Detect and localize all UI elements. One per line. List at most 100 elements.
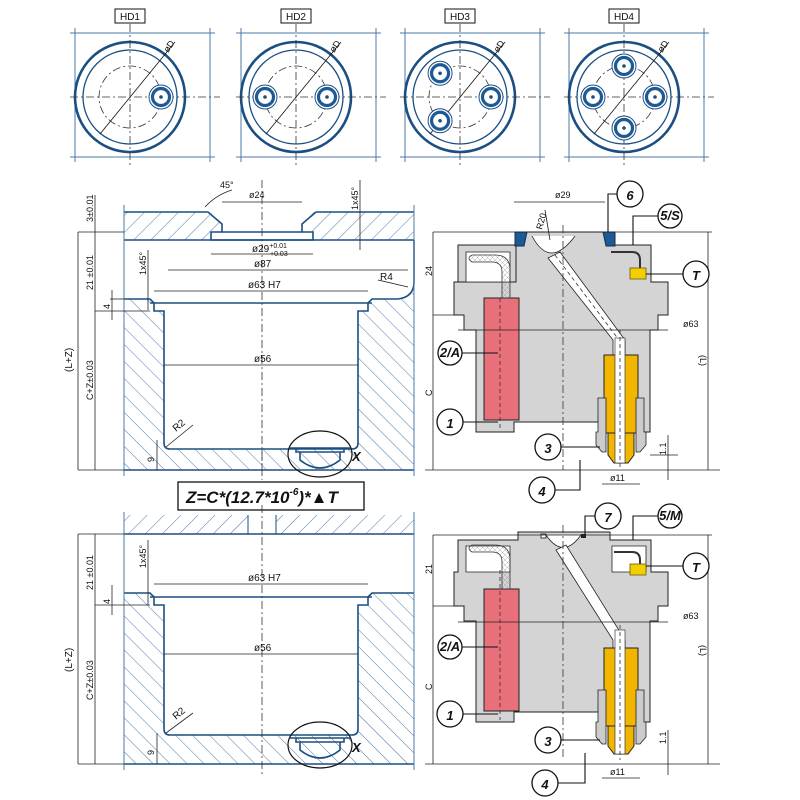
dim-r2: R2 (171, 417, 188, 434)
layout-label-box (444, 8, 476, 24)
dim-r2-bottom: R2 (171, 705, 188, 722)
drop-ring (582, 86, 604, 108)
dim-nozzle-length: (L) (698, 355, 708, 366)
callout-balloon (437, 340, 463, 366)
dim-bore-bottom: ø56 (254, 643, 272, 654)
callout-label: 2/A (439, 639, 460, 654)
dim-chamfer-angle: 45° (220, 180, 234, 190)
thermal-expansion-formula: Z=C*(12.7*10-6)*▲T (177, 481, 365, 511)
callout-balloon (436, 700, 464, 728)
callout-label: 3 (544, 734, 552, 749)
callout-label: 5/M (659, 508, 682, 523)
drop-ring (613, 55, 635, 77)
callout-2-a: 2/A (437, 634, 498, 660)
mold-plate-section-top (123, 180, 415, 480)
callout-balloon (657, 503, 683, 529)
callout-balloon (682, 260, 710, 288)
layout-label: HD4 (614, 12, 634, 23)
callout-balloon (436, 408, 464, 436)
dim-step-4: 4 (102, 304, 112, 309)
detail-x-label: X (351, 449, 362, 464)
dim-step-4-bottom: 4 (102, 599, 112, 604)
layout-label-box (114, 8, 146, 24)
dim-nozzle-seat: ø29 (555, 190, 571, 200)
layout-label: HD3 (450, 12, 470, 23)
drop-center (438, 118, 442, 123)
callout-4: 4 (528, 460, 581, 504)
callout-5-s: 5/S (632, 203, 683, 245)
dim-tip-offset-bottom: 1.1 (658, 731, 668, 744)
callout-balloon (657, 203, 683, 229)
dim-tip-offset: 1.1 (658, 442, 668, 455)
drop-center (438, 71, 442, 76)
callout-1: 1 (436, 700, 498, 728)
dim-c-left: C (424, 389, 434, 396)
dim-chamfer-right: 1x45° (350, 186, 360, 210)
dim-bottom-9-bottom: 9 (146, 750, 156, 755)
layout-label-box (280, 8, 312, 24)
drop-center (263, 95, 267, 99)
mold-plate-section-bottom (123, 505, 415, 775)
dim-overall: (L+Z) (64, 348, 75, 372)
nozzle-bottom-dimensions: ø63 (L) 1.1 ø11 (425, 534, 720, 779)
callout-label: T (692, 560, 701, 575)
dim-height-24-left: 24 (424, 266, 434, 276)
layout-hd1: HD1 øD (70, 8, 220, 168)
diameter-label: øD (655, 38, 670, 54)
drop-center (591, 95, 595, 99)
dim-height-21: 21 ±0.01 (85, 255, 95, 290)
drop-center (622, 64, 626, 68)
dim-tip-dia-bottom: ø11 (610, 767, 625, 777)
dimensions-bottom-left: (L+Z) 21 ±0.01 C+Z±0.03 4 1x45° ø63 H7 ø… (64, 533, 434, 765)
dim-flange-bottom: ø63 H7 (248, 573, 281, 584)
drop-center (622, 126, 626, 130)
callout-7: 7 (584, 502, 622, 535)
dim-seat: ø29+0.01 (252, 243, 287, 255)
drop-center (653, 95, 657, 99)
nozzle-section-bottom (453, 525, 669, 760)
callout-balloon (682, 552, 710, 580)
drop-ring (429, 110, 451, 131)
callout-label: 4 (540, 777, 549, 792)
dim-cavity: C+Z±0.03 (85, 360, 95, 400)
dim-nozzle-r20: R20 (534, 212, 548, 231)
dim-bore-top: ø24 (249, 190, 265, 200)
callout-balloon (534, 726, 562, 754)
dim-flange: ø63 H7 (248, 280, 281, 291)
diameter-line (265, 41, 342, 135)
callout-balloon (437, 634, 463, 660)
dim-height-21-bottom: 21 ±0.01 (85, 555, 95, 590)
nozzle-top-dimensions: ø29 R20 ø63 (L) 1.1 ø11 (425, 190, 720, 485)
callout-label: 5/S (660, 208, 680, 223)
callout-4: 4 (531, 753, 586, 797)
dim-nozzle-length-bottom: (L) (698, 645, 708, 656)
drop-center (325, 95, 329, 99)
callout-balloon (528, 476, 556, 504)
dim-nozzle-flange: ø63 (683, 319, 699, 329)
dim-chamfer-left-bottom: 1x45° (138, 544, 148, 568)
drop-center (159, 95, 163, 99)
callout-balloon (616, 180, 644, 208)
drop-ring (480, 86, 502, 108)
layout-label-box (608, 8, 640, 24)
diameter-line (593, 41, 670, 135)
drop-ring (613, 117, 635, 139)
dim-21-right: 21 (424, 564, 434, 574)
callout-3: 3 (534, 433, 600, 461)
dim-tip-dia: ø11 (610, 473, 625, 483)
callout-label: T (692, 268, 701, 283)
drop-center (489, 95, 493, 99)
diameter-line (99, 41, 176, 135)
layout-hd4: HD4 øD (564, 8, 714, 168)
drop-ring (254, 86, 276, 108)
dim-r4: R4 (380, 272, 393, 283)
drop-ring (150, 86, 172, 108)
callout-label: 7 (604, 510, 612, 525)
layout-label: HD1 (120, 12, 140, 23)
diameter-label: øD (161, 38, 176, 54)
callout-label: 1 (446, 416, 453, 431)
callout-label: 2/A (439, 345, 460, 360)
dim-bottom-9: 9 (146, 457, 156, 462)
